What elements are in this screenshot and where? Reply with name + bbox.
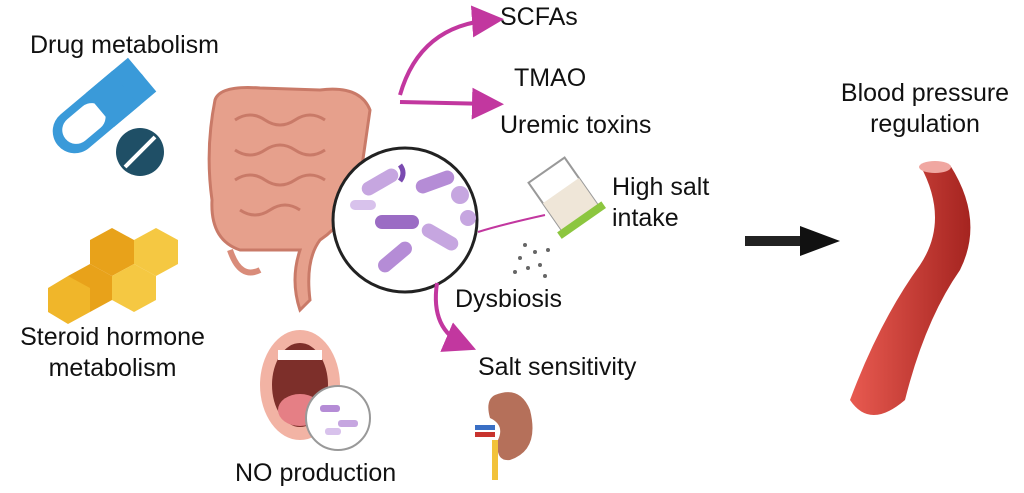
label-high-salt-line2: intake: [612, 204, 679, 232]
arrow-to-scfas: [398, 5, 504, 96]
pill-capsule-icon: [52, 57, 157, 154]
label-tmao: TMAO: [514, 64, 587, 92]
label-no-production: NO production: [235, 459, 397, 487]
arrow-to-salt-sensitivity: [433, 282, 477, 352]
label-steroid-line2: metabolism: [48, 354, 177, 382]
kidney-icon: [475, 392, 533, 480]
salt-shaker-icon: [513, 156, 606, 278]
intestine-icon: [207, 86, 372, 313]
blood-vessel-icon: [850, 161, 971, 415]
tablet-icon: [116, 128, 164, 176]
label-drug-metabolism: Drug metabolism: [30, 31, 219, 59]
label-high-salt-intake: High salt intake: [612, 172, 709, 234]
black-arrow-to-blood-pressure: [745, 226, 840, 256]
microbiota-magnified-icon: [331, 146, 479, 294]
steroid-hexagon-icon: [48, 228, 178, 324]
arrow-to-tmao: [399, 87, 504, 120]
label-steroid-hormone-metabolism: Steroid hormone metabolism: [0, 322, 225, 384]
label-blood-pressure-line2: regulation: [870, 110, 980, 138]
arrow-salt-to-circle: [477, 214, 546, 233]
label-high-salt-line1: High salt: [612, 173, 710, 201]
label-scfas: SCFAs: [500, 3, 578, 31]
label-blood-pressure-line1: Blood pressure: [840, 79, 1010, 107]
label-uremic-toxins: Uremic toxins: [500, 111, 652, 139]
label-salt-sensitivity: Salt sensitivity: [478, 353, 637, 381]
label-blood-pressure-regulation: Blood pressure regulation: [820, 78, 1024, 140]
label-dysbiosis: Dysbiosis: [455, 285, 562, 313]
arrows-magenta: [398, 5, 546, 352]
mouth-icon: [260, 330, 371, 451]
label-steroid-line1: Steroid hormone: [20, 323, 205, 351]
